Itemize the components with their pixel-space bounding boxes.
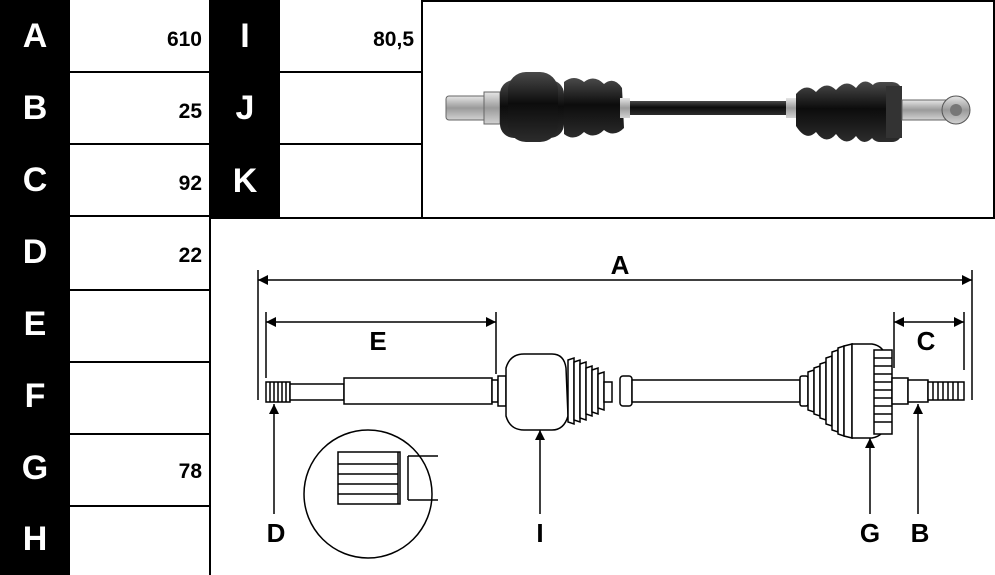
diagram-label-a: A (611, 250, 630, 280)
value-f (70, 360, 210, 432)
label-k: K (210, 144, 280, 218)
value-b: 25 (70, 72, 210, 144)
drive-shaft-photo (445, 72, 971, 142)
value-d: 22 (70, 216, 210, 288)
dimension-diagram: A E C D I G B (257, 250, 973, 559)
grid-line (280, 143, 422, 145)
grid-line (210, 217, 995, 219)
grid-line (280, 71, 422, 73)
diagram-label-d: D (267, 518, 286, 548)
grid-line (421, 0, 423, 218)
grid-line (993, 0, 995, 218)
grid-line (70, 215, 210, 217)
label-i: I (210, 0, 280, 72)
label-a: A (0, 0, 70, 72)
value-j (280, 72, 422, 144)
diagram-label-g: G (860, 518, 880, 548)
label-f: F (0, 360, 70, 432)
diagram-label-c: C (917, 326, 936, 356)
spline-detail-callout (303, 429, 438, 559)
value-h (70, 504, 210, 575)
value-a: 610 (70, 0, 210, 72)
label-d: D (0, 216, 70, 288)
grid-line (70, 505, 210, 507)
grid-line (70, 71, 210, 73)
diagram-label-i: I (536, 518, 543, 548)
label-g: G (0, 432, 70, 504)
value-i: 80,5 (280, 0, 422, 72)
label-e: E (0, 288, 70, 360)
grid-line (70, 361, 210, 363)
grid-line (70, 143, 210, 145)
grid-line (70, 433, 210, 435)
diagram-label-b: B (911, 518, 930, 548)
label-b: B (0, 72, 70, 144)
label-j: J (210, 72, 280, 144)
value-k (280, 144, 422, 218)
grid-line (209, 0, 211, 575)
grid-line (70, 289, 210, 291)
value-e (70, 288, 210, 360)
diagram-label-e: E (369, 326, 386, 356)
label-h: H (0, 504, 70, 575)
value-c: 92 (70, 144, 210, 216)
grid-line (422, 0, 995, 2)
value-g: 78 (70, 432, 210, 504)
label-c: C (0, 144, 70, 216)
